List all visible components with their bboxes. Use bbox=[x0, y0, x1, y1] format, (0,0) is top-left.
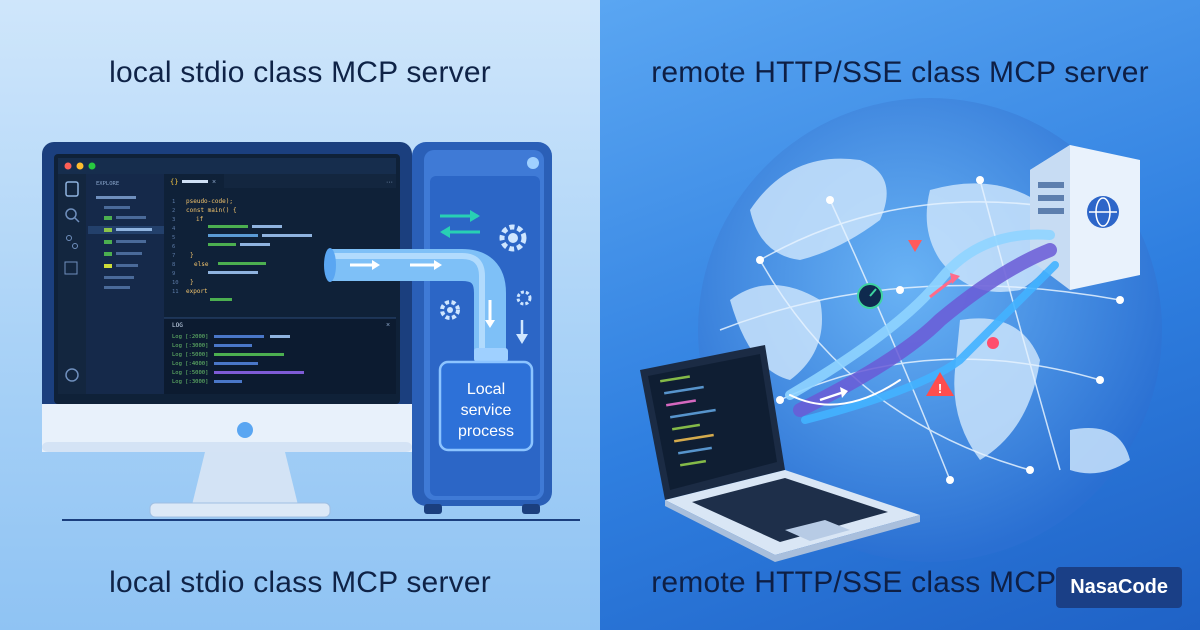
line-number: 7 bbox=[172, 253, 175, 259]
laptop bbox=[640, 345, 920, 562]
line-number: 1 bbox=[172, 199, 175, 205]
alert-arrow-icon bbox=[908, 240, 922, 252]
left-heading-bottom: local stdio class MCP server bbox=[109, 566, 491, 599]
log-lines: Log [:2000] Log [:3000] Log [:5000] Log [:4… bbox=[172, 334, 208, 385]
line-number: 3 bbox=[172, 217, 175, 223]
gear-icon bbox=[516, 290, 532, 306]
log-close-icon[interactable]: × bbox=[386, 322, 390, 329]
flow-arrow-icon bbox=[372, 260, 380, 270]
tab-close-icon[interactable]: × bbox=[212, 179, 216, 186]
left-panel: local stdio class MCP server EXPLORE bbox=[0, 0, 600, 630]
service-box-line-3: process bbox=[458, 423, 514, 440]
monitor-stand bbox=[192, 452, 298, 505]
network-lines bbox=[719, 179, 1121, 481]
error-node-icon bbox=[987, 337, 999, 349]
activity-bar bbox=[58, 174, 86, 394]
line-number: 2 bbox=[172, 208, 175, 214]
flow-arrow-icon bbox=[485, 320, 495, 328]
laptop-screen bbox=[648, 354, 777, 490]
log-label: LOG bbox=[172, 322, 183, 329]
gear-icon bbox=[499, 224, 527, 252]
stream-arrow-icon bbox=[950, 273, 960, 284]
code-lines: pseudo-code);const main() {if}else}expor… bbox=[186, 198, 237, 295]
more-actions-icon[interactable]: ··· bbox=[386, 179, 393, 186]
gear-icon bbox=[440, 300, 460, 320]
laptop-trackpad bbox=[785, 520, 850, 541]
extensions-icon[interactable] bbox=[64, 261, 78, 275]
log-line: Log [:5000] bbox=[172, 352, 208, 358]
code-line: const main() { bbox=[186, 207, 237, 214]
settings-gear-icon[interactable] bbox=[65, 368, 79, 382]
service-box-line-2: service bbox=[461, 402, 512, 419]
line-number: 10 bbox=[172, 280, 179, 286]
brand-badge: NasaCode bbox=[1056, 567, 1182, 608]
editor-tab-label[interactable]: {} bbox=[170, 178, 178, 186]
code-line: else bbox=[194, 261, 209, 268]
code-line: export bbox=[186, 288, 208, 295]
server-power-icon bbox=[527, 157, 539, 169]
log-line: Log [:2000] bbox=[172, 334, 208, 340]
right-panel: remote HTTP/SSE class MCP server bbox=[600, 0, 1200, 630]
log-line: Log [:4000] bbox=[172, 361, 208, 367]
window-maximize-icon bbox=[88, 162, 96, 170]
right-heading-top: remote HTTP/SSE class MCP server bbox=[651, 56, 1149, 89]
service-box-line-1: Local bbox=[467, 381, 505, 398]
code-line: pseudo-code); bbox=[186, 198, 233, 205]
remote-http-sse-illustration: ! bbox=[640, 98, 1162, 562]
line-number: 9 bbox=[172, 271, 175, 277]
code-line: } bbox=[190, 252, 194, 259]
line-number: 4 bbox=[172, 226, 176, 232]
log-line: Log [:3000] bbox=[172, 343, 208, 349]
window-close-icon bbox=[64, 162, 72, 170]
stream-arrow-icon bbox=[840, 387, 848, 398]
search-icon[interactable] bbox=[65, 208, 77, 220]
arrow-down-icon bbox=[516, 334, 528, 344]
http-sse-streams bbox=[785, 229, 1059, 424]
line-numbers: 1 2 3 4 5 6 7 8 9 10 11 bbox=[172, 199, 179, 295]
window-minimize-icon bbox=[76, 162, 84, 170]
log-line: Log [:5000] bbox=[172, 370, 208, 376]
log-line: Log [:3000] bbox=[172, 379, 208, 385]
left-heading-top: local stdio class MCP server bbox=[109, 56, 491, 89]
code-line: } bbox=[190, 279, 194, 286]
flow-arrow-icon bbox=[434, 260, 442, 270]
remote-server bbox=[1030, 145, 1140, 290]
explorer-label: EXPLORE bbox=[96, 181, 119, 187]
warning-icon bbox=[926, 372, 954, 396]
files-icon[interactable] bbox=[65, 181, 79, 197]
local-stdio-illustration: EXPLORE {} × ··· 1 2 3 4 5 6 7 8 9 10 11 pseudo-co… bbox=[42, 142, 580, 521]
code-line: if bbox=[196, 216, 204, 223]
git-icon[interactable] bbox=[66, 235, 72, 241]
svg-text:!: ! bbox=[938, 381, 942, 396]
line-number: 6 bbox=[172, 244, 175, 250]
power-button-icon bbox=[237, 422, 253, 438]
line-number: 5 bbox=[172, 235, 175, 241]
arrow-left-icon bbox=[440, 226, 450, 238]
arrow-right-icon bbox=[470, 210, 480, 222]
line-number: 8 bbox=[172, 262, 175, 268]
laptop-keyboard bbox=[692, 478, 888, 542]
line-number: 11 bbox=[172, 289, 179, 295]
local-service-process-box bbox=[438, 360, 534, 452]
explorer-sidebar bbox=[86, 174, 164, 394]
